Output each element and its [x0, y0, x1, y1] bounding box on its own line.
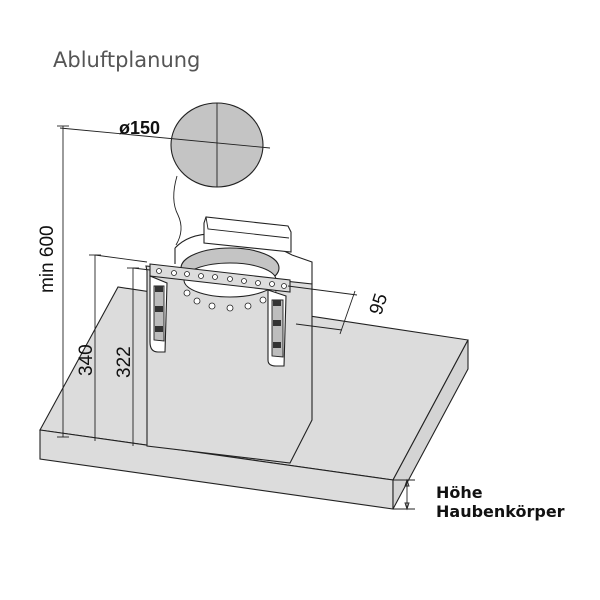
height-340-label: 340: [76, 344, 97, 376]
right-mounting-leg: [267, 289, 287, 367]
hood-height-label-line2: Haubenkörper: [436, 502, 565, 521]
hood-height-indicator: [393, 478, 415, 511]
dimension-340: [89, 254, 148, 441]
height-322-label: 322: [114, 346, 135, 378]
motor-connector-box: [203, 216, 292, 253]
dimension-95: [287, 285, 358, 335]
bracket-holes: [156, 268, 287, 289]
hood-right-face: [392, 339, 469, 510]
min-600-label: min 600: [37, 225, 58, 293]
dimension-min-600: [57, 125, 69, 438]
duct-opening: [59, 102, 271, 246]
dimension-322: [127, 267, 151, 446]
duct-diameter-label: ø150: [119, 118, 160, 138]
left-mounting-leg: [149, 275, 168, 353]
depth-95-label: 95: [366, 291, 393, 318]
diagram-title: Abluftplanung: [53, 48, 200, 72]
mounting-bracket: [149, 263, 291, 293]
hood-height-label-line1: Höhe: [436, 483, 483, 502]
